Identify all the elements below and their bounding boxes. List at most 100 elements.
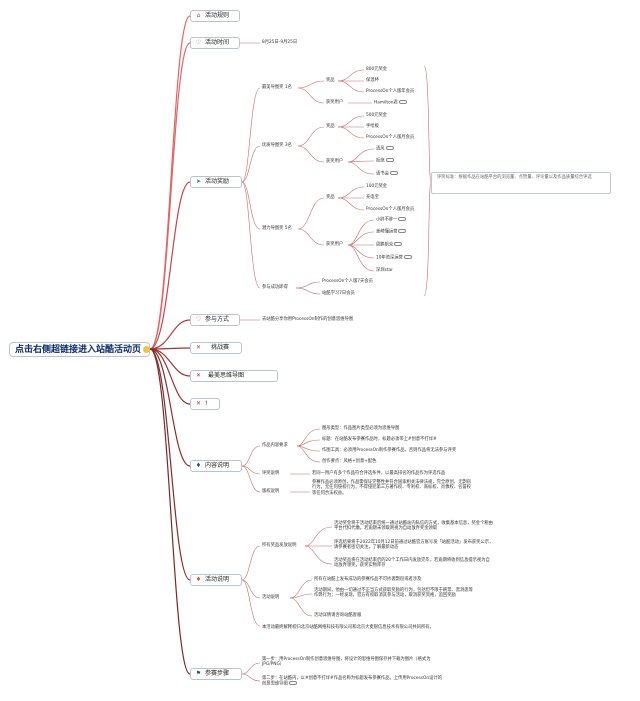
prize-delivery-label: 所有奖品发放说明 [262, 543, 297, 548]
event-final-text: 本活动最终解释权归北京站酷网络科技有限公司和北京大麦银信息技术有限公司共同所有。 [262, 625, 434, 630]
link-event [149, 348, 191, 581]
excellent-prize-1: 500元奖金 [366, 113, 388, 118]
potential-winner-4[interactable]: 10年资深运营 [376, 255, 412, 261]
link-time [149, 42, 191, 350]
excellent-winner-label: 获奖用户 [326, 159, 344, 164]
excellent-winner-1[interactable]: 清风 [376, 146, 394, 152]
node-exclaim-label: ! [205, 400, 208, 407]
review-text: 若同一用户有多个作品符合评选条件，以最高排名的作品作为评选作品 [312, 471, 446, 476]
node-challenge[interactable]: ✕ 挑战赛 [190, 342, 242, 354]
best-winner-1[interactable]: Hamilton君 [374, 100, 407, 106]
requirement-4: 创作要点：风格+创意+配色 [322, 459, 377, 464]
heart-icon: ♡ [195, 316, 202, 323]
link-icon[interactable] [398, 100, 407, 104]
link-icon[interactable] [288, 681, 297, 686]
review-label: 评奖说明 [262, 471, 280, 476]
event-note-2: 活动期间，他由一切通过不正当方式获取奖励的行为，包括但不限于刷票、黑洞恶等作弊行… [314, 588, 473, 599]
potential-prize-2: 充电宝 [366, 195, 379, 200]
criteria-note: 评奖标准：根据作品在站酷平台的浏览量、点赞量、评论量以及作品质量综合评选 [431, 172, 611, 194]
node-awards-label: 活动奖励 [205, 178, 230, 185]
node-challenge-label: 挑战赛 [211, 344, 230, 351]
potential-winner-3[interactable]: 周鹏航克 [376, 242, 403, 248]
node-awards[interactable]: ➤活动奖励 [190, 176, 242, 188]
node-best-map-label: 最美思维导图 [208, 372, 245, 379]
link-icon[interactable] [398, 217, 407, 221]
excellent-award-label: 优质导图奖 3名 [262, 143, 292, 148]
excellent-winner-2[interactable]: 拒绝 [376, 158, 394, 164]
best-prize-label: 奖品 [326, 78, 335, 83]
node-join-label: 参与方式 [205, 316, 230, 323]
link-join [149, 319, 191, 350]
prize-delivery-3: 活动奖品将在活动结束后的20个工作日内发放完毕，若逾期将收到信息提示视为自动放弃… [334, 558, 490, 569]
flag-icon: ⚑ [195, 670, 202, 677]
link-icon[interactable] [398, 229, 407, 233]
link-icon[interactable] [385, 146, 394, 150]
link-awards [149, 181, 191, 350]
event-notes-label: 活动说明 [262, 595, 280, 600]
excellent-prize-3: ProcessOn个人版月会员 [366, 135, 415, 140]
best-prize-1: 800元奖金 [366, 67, 388, 72]
send-icon: ➤ [195, 178, 202, 185]
excellent-winner-3[interactable]: 请书会 [376, 171, 398, 177]
tools-icon: ✕ [195, 344, 202, 351]
participation-item-1: ProcessOn个人版7天会员 [322, 279, 373, 284]
tools-icon: ✕ [195, 400, 202, 407]
node-rules-label: 活动规则 [205, 12, 230, 19]
link-icon[interactable] [385, 158, 394, 162]
node-steps-label: 参赛步骤 [205, 670, 230, 677]
link-rules [149, 15, 191, 350]
root-topic[interactable]: 点击右侧超链接进入站酷活动页 [9, 342, 151, 357]
node-content[interactable]: ♦内容说明 [190, 460, 242, 472]
potential-winner-5: 深圳star [376, 268, 393, 273]
join-value: 去站酷分享你用ProcessOn制作的创意思维导图 [262, 317, 354, 322]
requirement-3: 作图工具：必须用ProcessOn制作参赛作品，否则作品将无法参与评奖 [322, 448, 457, 453]
smile-emoji-icon [143, 346, 151, 353]
step-1: 第一步：用ProcessOn制作创意思维导图，将设计的思维导图保存并下载为图片（… [262, 657, 431, 668]
node-exclaim[interactable]: ✕! [190, 398, 220, 410]
event-note-3: 活动详情请咨询站酷客服 [314, 613, 362, 618]
best-prize-2: 保温杯 [366, 78, 379, 83]
home-icon: ⌂ [196, 12, 201, 19]
link-icon[interactable] [394, 242, 403, 246]
node-join[interactable]: ♡参与方式 [190, 314, 240, 326]
best-winner-label: 获奖用户 [326, 100, 344, 105]
link-exclaim [149, 348, 191, 405]
link-steps [149, 348, 191, 675]
prize-delivery-1: 活动奖金将于活动结束后统一通过站酷站内私信的方式，收集基本信息，奖金个税由平台代… [334, 521, 493, 532]
node-rules[interactable]: ⌂ 活动规则 [190, 10, 240, 22]
link-icon[interactable] [389, 171, 398, 175]
participation-label: 参与成功即得 [262, 285, 288, 290]
node-steps[interactable]: ⚑参赛步骤 [190, 668, 242, 680]
potential-award-label: 潜力导图奖 5名 [262, 226, 292, 231]
node-best-map[interactable]: ✕ 最美思维导图 [190, 370, 278, 382]
potential-winner-2[interactable]: 美萌懂运营 [376, 229, 407, 235]
link-content [149, 348, 191, 467]
best-prize-3: ProcessOn个人版年会员 [366, 89, 415, 94]
copyright-label: 版权说明 [262, 489, 280, 494]
prize-delivery-2: 评选结果将于2022年10月12日前通过站酷官方账号发「站酷活动」发布获奖公示，… [334, 540, 494, 551]
event-note-1: 所有在站酷上发布成功的参赛作品不可抄袭剽窃或者涉及 [314, 577, 422, 582]
excellent-prize-label: 奖品 [326, 124, 335, 129]
requirements-label: 作品内容要求 [262, 443, 288, 448]
step-2[interactable]: 第二步：在站酷内，以#创意不打烊#作品名称为标题发布参赛作品，上传用Proces… [262, 676, 442, 687]
excellent-prize-2: 手绘板 [366, 124, 379, 129]
node-event-label: 活动说明 [205, 576, 230, 583]
requirement-1: 图形类型：作品图片类型必须为思维导图 [322, 426, 400, 431]
node-content-label: 内容说明 [205, 462, 230, 469]
copyright-text: 参赛作品必须原创，作品需保证完整性并符合国家相关法律法规，完全原创，无剽窃行为，… [312, 480, 471, 496]
node-time[interactable]: ♡活动时间 [190, 37, 240, 49]
tools-icon: ✕ [195, 372, 202, 379]
node-event[interactable]: ♦活动说明 [190, 574, 242, 586]
flame-icon: ♦ [195, 576, 202, 583]
flame-icon: ♦ [195, 462, 202, 469]
best-award-label: 最美导图奖 1名 [262, 85, 292, 90]
time-value: 8月25日-9月25日 [262, 40, 298, 45]
potential-prize-1: 100元奖金 [366, 184, 388, 189]
potential-prize-label: 奖品 [326, 195, 335, 200]
link-icon[interactable] [403, 255, 412, 259]
root-title: 点击右侧超链接进入站酷活动页 [15, 345, 142, 355]
requirement-2: 标题：在站酷发布参赛作品时，标题必须带上#创意不打烊# [322, 437, 437, 442]
potential-winner-1[interactable]: 小胖不胖一 [376, 217, 407, 223]
